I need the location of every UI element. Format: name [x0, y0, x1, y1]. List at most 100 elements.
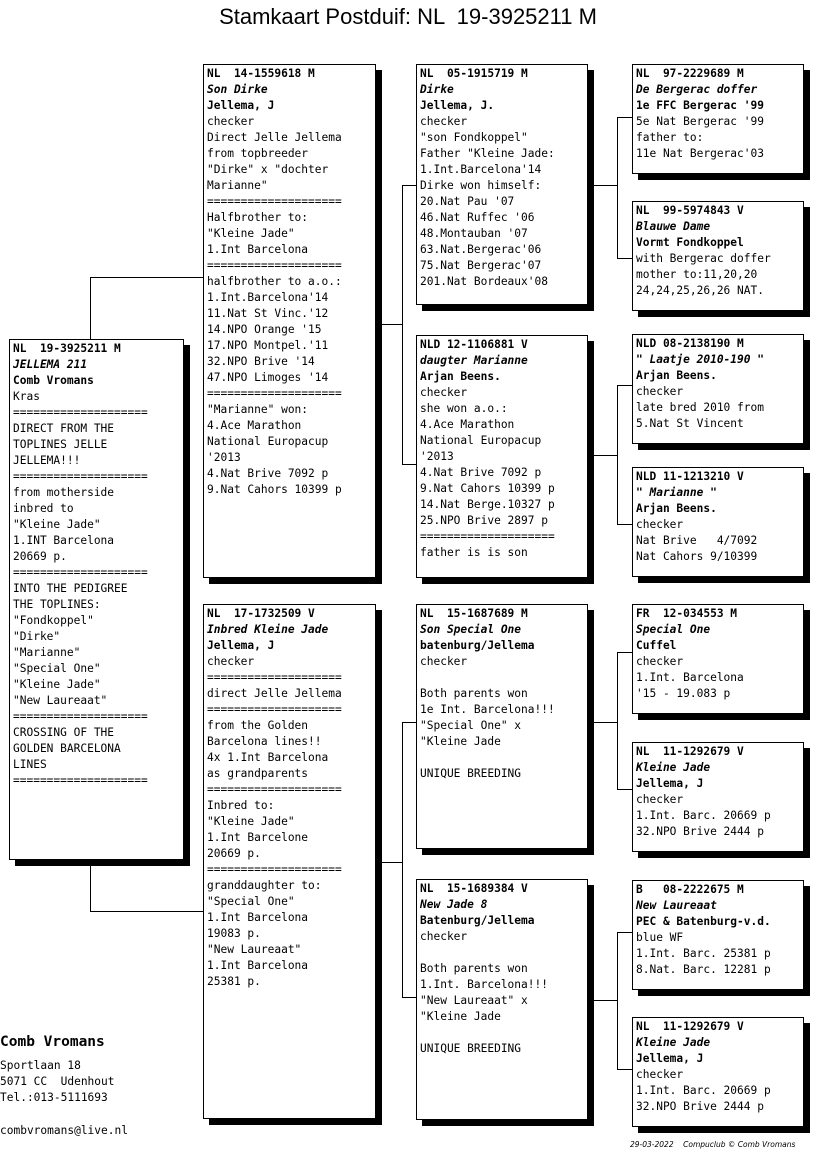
connector-fm-branch	[617, 385, 633, 525]
info-line: 8.Nat. Barc. 12281 p	[636, 963, 771, 976]
pigeon-name: " Marianne "	[636, 486, 717, 499]
info-line: Both parents won	[420, 687, 528, 700]
info-line: ====================	[420, 530, 555, 543]
info-line: 25381 p.	[207, 975, 261, 988]
info-line: JELLEMA!!!	[13, 454, 81, 467]
info-line: LINES	[13, 758, 47, 771]
info-line: ====================	[13, 406, 148, 419]
info-line: 201.Nat Bordeaux'08	[420, 275, 548, 288]
info-line: 17.NPO Montpel.'11	[207, 339, 329, 352]
info-line: Direct Jelle Jellema	[207, 131, 342, 144]
ring-number: B 08-2222675 M	[636, 883, 744, 896]
info-line: checker	[420, 386, 468, 399]
owner-name: Jellema, J.	[420, 99, 495, 112]
info-line: 75.Nat Bergerac'07	[420, 259, 542, 272]
info-line: 1.Int. Barc. 20669 p	[636, 1084, 771, 1097]
info-line: mother to:11,20,20	[636, 268, 758, 281]
pigeon-name: Son Dirke	[207, 83, 268, 96]
info-line: "Special One"	[207, 895, 295, 908]
pigeon-name: JELLEMA 211	[13, 358, 88, 371]
info-line: ====================	[207, 863, 342, 876]
info-line	[420, 1025, 583, 1041]
info-line: from the Golden	[207, 719, 309, 732]
connector-mf-stub	[593, 722, 617, 723]
info-line: checker	[420, 655, 468, 668]
owner-name: Arjan Beens.	[636, 369, 717, 382]
info-line: ====================	[207, 387, 342, 400]
owner-name: 1e FFC Bergerac '99	[636, 99, 764, 112]
pigeon-name: Blauwe Dame	[636, 220, 711, 233]
info-line: 32.NPO Brive 2444 p	[636, 825, 764, 838]
owner-name: Vormt Fondkoppel	[636, 236, 744, 249]
footer-address-street: Sportlaan 18	[0, 1059, 81, 1072]
info-line: checker	[420, 930, 468, 943]
info-line: father to:	[636, 131, 704, 144]
pigeon-name: New Jade 8	[420, 898, 488, 911]
info-line: she won a.o.:	[420, 402, 508, 415]
ring-number: NLD 08-2138190 M	[636, 337, 744, 350]
info-line: checker	[636, 385, 684, 398]
pigeon-name: Inbred Kleine Jade	[207, 623, 329, 636]
connector-subject-father	[90, 277, 204, 339]
info-line: checker	[207, 655, 255, 668]
footer-address-city: 5071 CC Udenhout	[0, 1075, 115, 1088]
info-line: UNIQUE BREEDING	[420, 767, 522, 780]
connector-ff-branch	[617, 117, 633, 259]
info-line: "Kleine Jade	[420, 1010, 501, 1023]
owner-name: PEC & Batenburg-v.d.	[636, 915, 771, 928]
info-line: checker	[207, 115, 255, 128]
info-line: checker	[636, 518, 684, 531]
info-line: 24,24,25,26,26 NAT.	[636, 284, 764, 297]
info-line: Nat Brive 4/7092	[636, 534, 758, 547]
pedigree-card-fmf: NLD 08-2138190 M " Laatje 2010-190 " Arjan…	[632, 334, 804, 444]
info-line: father is is son	[420, 546, 528, 559]
owner-name: Cuffel	[636, 639, 677, 652]
info-line: GOLDEN BARCELONA	[13, 742, 121, 755]
footer-owner-name: Comb Vromans	[0, 1034, 105, 1050]
info-line: Kras	[13, 390, 40, 403]
owner-name: Batenburg/Jellema	[420, 914, 535, 927]
ring-number: NL 14-1559618 M	[207, 67, 315, 80]
connector-mm-stub	[593, 1000, 617, 1001]
info-line: "Kleine Jade"	[207, 815, 295, 828]
info-line: 1.INT Barcelona	[13, 534, 115, 547]
info-line: 4.Ace Marathon	[420, 418, 515, 431]
info-line: 14.NPO Orange '15	[207, 323, 322, 336]
owner-name: Jellema, J	[207, 639, 275, 652]
pigeon-name: New Laureaat	[636, 899, 717, 912]
connector-ff-stub	[593, 185, 617, 186]
info-line: ====================	[207, 195, 342, 208]
ring-number: NL 15-1689384 V	[420, 882, 528, 895]
connector-mother-stub	[382, 862, 402, 863]
pigeon-name: daugter Marianne	[420, 354, 528, 367]
info-line: DIRECT FROM THE	[13, 422, 115, 435]
ring-number: NL 11-1292679 V	[636, 745, 744, 758]
info-line: Dirke won himself:	[420, 179, 542, 192]
info-line: "Dirke" x "dochter	[207, 163, 329, 176]
ring-number: NL 15-1687689 M	[420, 607, 528, 620]
info-line: ====================	[207, 703, 342, 716]
info-line: Marianne"	[207, 179, 268, 192]
footer-credit: 29-03-2022 Compuclub © Comb Vromans	[630, 1140, 796, 1149]
info-line: late bred 2010 from	[636, 401, 764, 414]
info-line: Nat Cahors 9/10399	[636, 550, 758, 563]
ring-number: FR 12-034553 M	[636, 607, 738, 620]
pigeon-name: " Laatje 2010-190 "	[636, 353, 764, 366]
info-line: checker	[420, 115, 468, 128]
info-line: "Marianne" won:	[207, 403, 309, 416]
info-line: "New Laureaat"	[13, 694, 108, 707]
owner-name: batenburg/Jellema	[420, 639, 535, 652]
ring-number: NL 11-1292679 V	[636, 1020, 744, 1033]
info-line: 1.Int.Barcelona'14	[207, 291, 329, 304]
ring-number: NL 17-1732509 V	[207, 607, 315, 620]
info-line: 19083 p.	[207, 927, 261, 940]
info-line: 1.Int Barcelona	[207, 911, 309, 924]
pigeon-name: Special One	[636, 623, 711, 636]
info-line: "son Fondkoppel"	[420, 131, 528, 144]
